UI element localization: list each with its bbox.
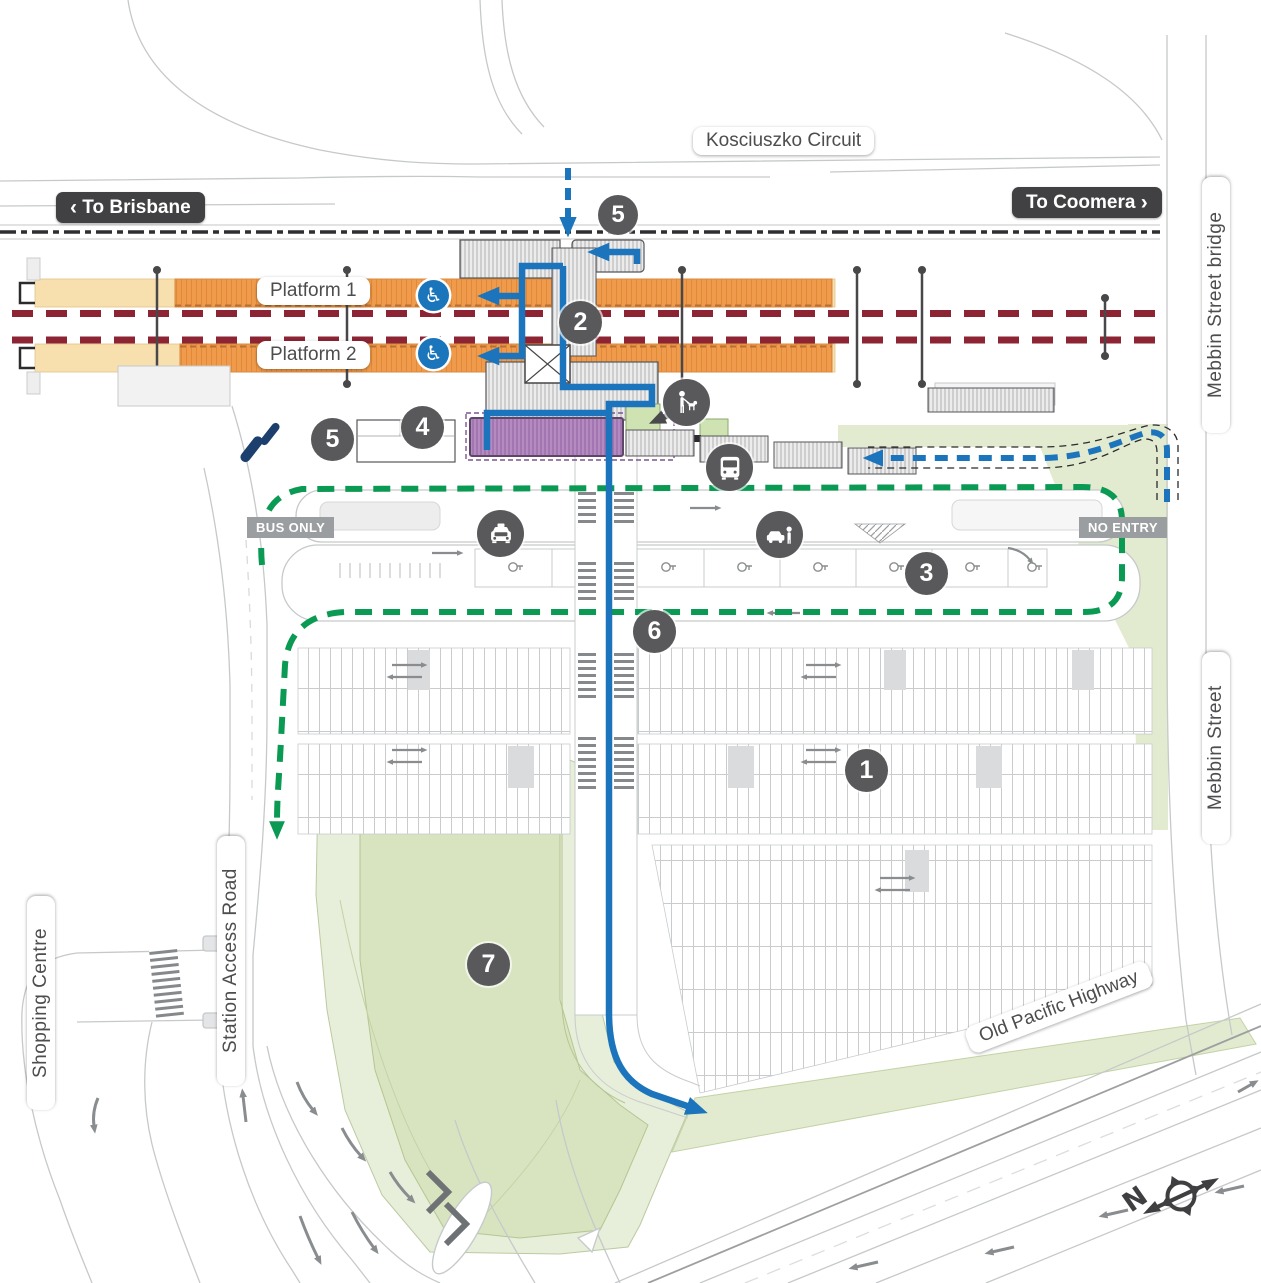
kiss-and-ride-icon	[756, 511, 803, 558]
bus-only-sign: BUS ONLY	[247, 517, 335, 538]
street-label-shopping-centre: Shopping Centre	[27, 896, 55, 1110]
road-arrows	[90, 1080, 1259, 1271]
map-marker-5: 5	[311, 418, 354, 461]
chevron-left-icon: ‹	[70, 196, 77, 219]
pedestrian-with-dog-icon	[663, 379, 710, 426]
map-marker-5-overpass: 5	[598, 195, 638, 235]
platform-2-label: Platform 2	[257, 341, 370, 369]
interchange-roads	[281, 489, 1141, 622]
direction-sign-to-brisbane: ‹ To Brisbane	[56, 192, 205, 223]
wheelchair-icon: ♿	[418, 338, 449, 369]
no-entry-sign: NO ENTRY	[1079, 517, 1167, 538]
bus-stop-icon	[706, 444, 753, 491]
map-marker-4: 4	[401, 406, 444, 449]
vehicle-route-green	[258, 483, 1125, 840]
chevron-right-icon: ›	[1140, 191, 1148, 214]
zebra-crossing	[149, 947, 185, 1020]
street-label-station-access-road: Station Access Road	[217, 836, 245, 1086]
platform-1-label: Platform 1	[257, 277, 370, 305]
parking-meter-icons	[508, 562, 1042, 572]
map-marker-2: 2	[559, 301, 602, 344]
map-marker-3: 3	[905, 552, 948, 595]
map-marker-6: 6	[633, 610, 676, 653]
taxi-rank-icon	[477, 510, 524, 557]
street-label-mebbin-street: Mebbin Street	[1202, 652, 1230, 844]
map-marker-1: 1	[845, 749, 888, 792]
car-park-layer	[297, 454, 1153, 1119]
pedestrian-route-blue	[477, 242, 708, 1115]
to-coomera-label: To Coomera	[1026, 192, 1136, 213]
wheelchair-icon: ♿	[418, 280, 449, 311]
street-label-kosciuszko-circuit: Kosciuszko Circuit	[693, 127, 875, 155]
compass-icon	[1143, 1176, 1219, 1216]
map-marker-7: 7	[467, 943, 510, 986]
merge-chevrons	[425, 1169, 471, 1247]
bus-entry-route	[862, 424, 1179, 502]
direction-sign-to-coomera: To Coomera ›	[1012, 187, 1162, 218]
street-label-mebbin-street-bridge: Mebbin Street bridge	[1202, 177, 1230, 433]
to-brisbane-label: To Brisbane	[82, 197, 191, 218]
